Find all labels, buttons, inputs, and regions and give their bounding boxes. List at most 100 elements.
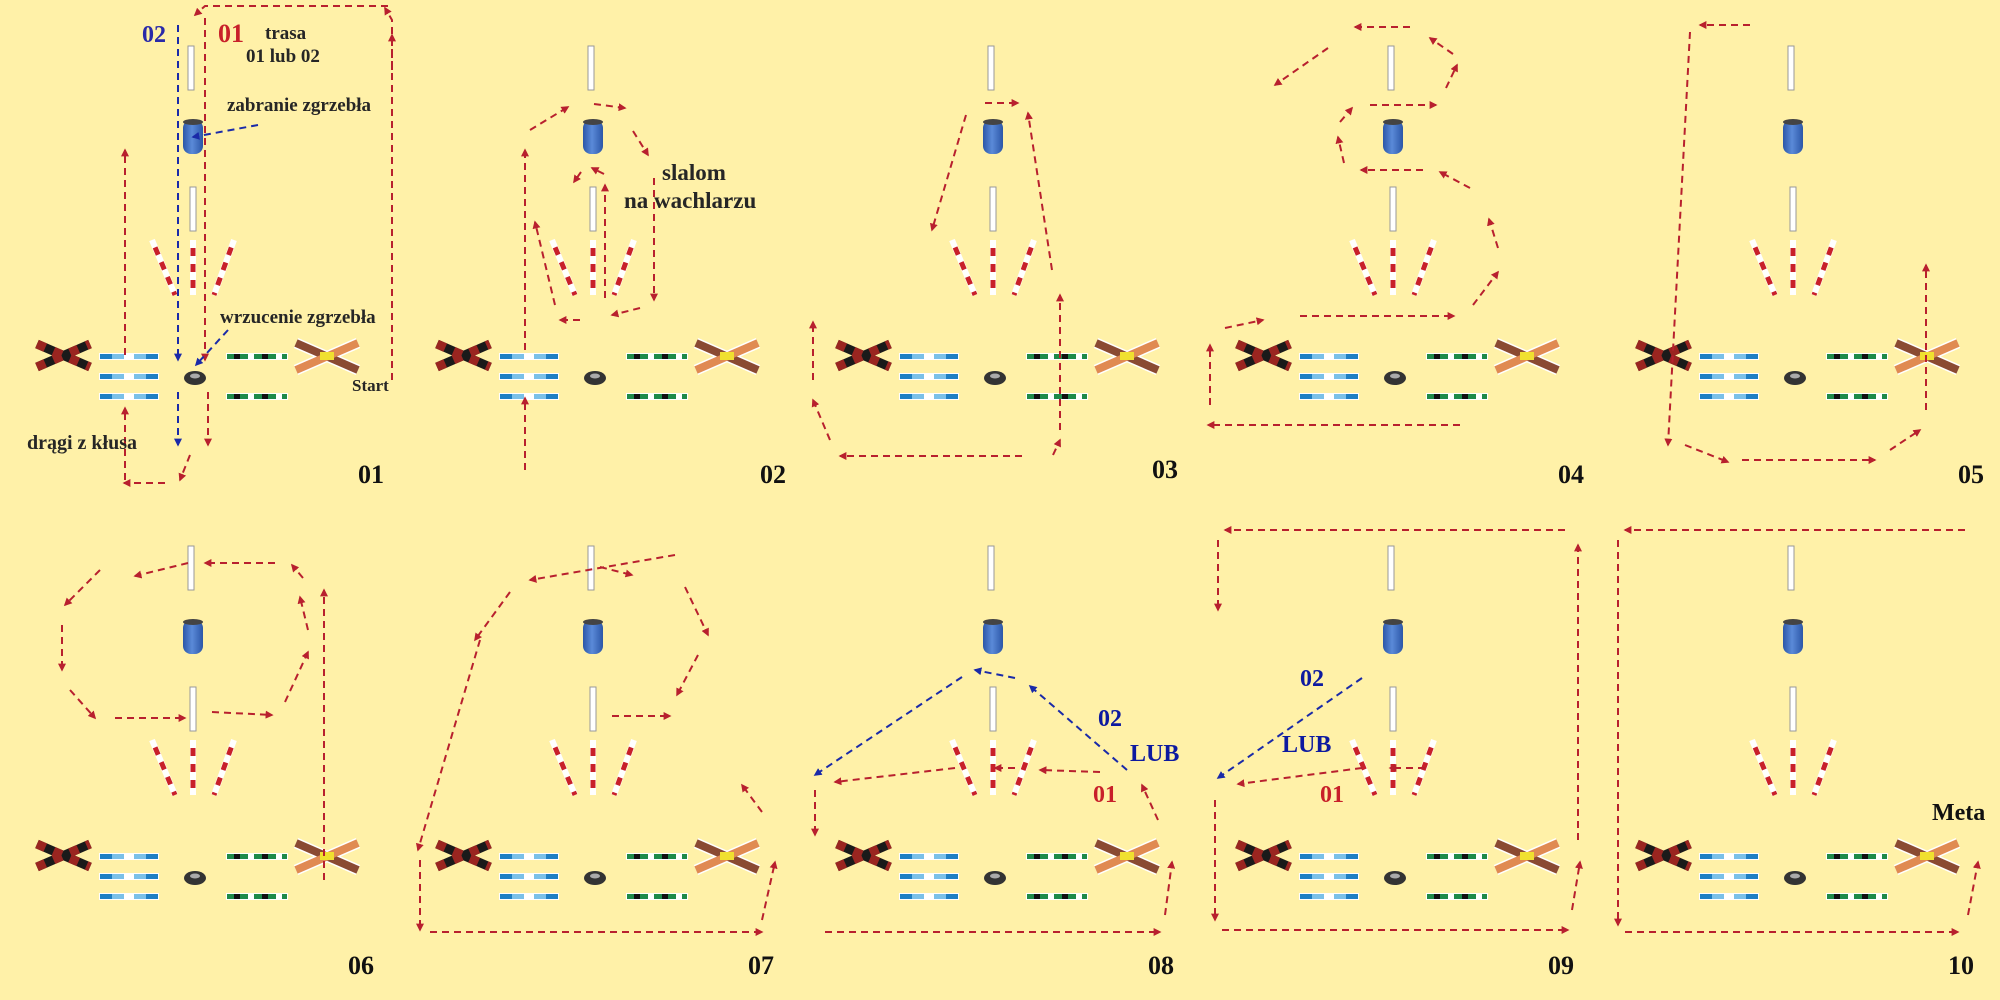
cross-jump <box>1493 837 1561 876</box>
tire-icon <box>984 371 1006 385</box>
trot-pole <box>899 853 959 860</box>
route-01-arrow <box>532 220 556 306</box>
panel-number: 06 <box>348 951 374 980</box>
fan-pole <box>1749 738 1778 797</box>
fan-pole <box>1011 238 1037 297</box>
route-01-arrow <box>178 454 191 482</box>
ground-pole <box>589 686 597 732</box>
ground-pole <box>987 545 995 591</box>
panel-number: 08 <box>1148 951 1174 980</box>
trot-pole <box>499 873 559 880</box>
route-01-arrow <box>1571 860 1583 911</box>
fan-pole <box>1811 238 1837 297</box>
pole <box>226 853 288 860</box>
cross-jump <box>1235 339 1292 372</box>
route-01-arrow <box>1141 783 1159 821</box>
route-01-arrow <box>573 171 582 184</box>
fan-slalom-label: na wachlarzu <box>624 188 757 213</box>
fan-pole <box>1811 738 1837 797</box>
tire-icon <box>184 371 206 385</box>
pole <box>626 853 688 860</box>
trot-pole <box>1699 893 1759 900</box>
trot-pole <box>499 893 559 900</box>
fan-pole <box>1349 238 1378 297</box>
ground-pole <box>1787 45 1795 91</box>
barrel-icon <box>1383 119 1403 154</box>
panel-obstacles <box>1235 545 1561 900</box>
route-01-arrow <box>684 586 709 637</box>
cross-jump <box>1635 839 1692 872</box>
or-label: LUB <box>1282 732 1332 758</box>
pole <box>1026 393 1088 400</box>
tire-icon <box>1784 371 1806 385</box>
fan-pole <box>949 738 978 797</box>
route-01-arrow <box>297 595 309 631</box>
start-label: Start <box>352 376 389 395</box>
trot-pole <box>1299 393 1359 400</box>
trot-pole <box>1299 373 1359 380</box>
route-01-arrow <box>1664 31 1691 447</box>
cross-jump <box>1493 337 1561 376</box>
cross-jump <box>835 839 892 872</box>
route-01-label: 01 <box>1093 782 1117 808</box>
trot-pole <box>1699 393 1759 400</box>
route-01-arrow <box>1335 135 1345 164</box>
route-01-arrow <box>69 689 97 720</box>
trot-poles-label: drągi z kłusa <box>27 432 138 454</box>
route-01-arrow <box>610 307 641 318</box>
route-01-arrow <box>1445 63 1458 89</box>
cross-jump <box>1093 837 1161 876</box>
cross-jump <box>435 339 492 372</box>
cross-jump <box>1635 339 1692 372</box>
tire-icon <box>1784 871 1806 885</box>
slalom-label: slalom <box>662 160 726 185</box>
panel-obstacles <box>435 45 761 400</box>
barrel-icon <box>1383 619 1403 654</box>
route-01-arrow <box>1164 860 1176 916</box>
ground-pole <box>587 45 595 91</box>
finish-label: Meta <box>1932 800 1986 826</box>
route-01-arrow <box>741 783 763 813</box>
ground-pole <box>187 45 195 91</box>
ground-pole <box>187 545 195 591</box>
route-01-arrow <box>1339 106 1354 123</box>
route-01-arrow <box>133 562 189 579</box>
drop-brush-label: wrzucenie zgrzebła <box>220 307 376 328</box>
trot-pole <box>1299 853 1359 860</box>
tire-icon <box>1384 871 1406 885</box>
cross-jump <box>35 839 92 872</box>
route-01-arrow <box>1273 47 1329 86</box>
pole <box>1026 893 1088 900</box>
tire-icon <box>1384 371 1406 385</box>
ground-pole <box>1389 686 1397 732</box>
route-01-arrow <box>599 566 634 578</box>
cross-jump <box>693 837 761 876</box>
fan-pole <box>1011 738 1037 797</box>
ground-pole <box>1789 686 1797 732</box>
fan-pole <box>611 238 637 297</box>
pole <box>626 893 688 900</box>
route-01-arrow <box>211 710 274 719</box>
fan-pole <box>1349 738 1378 797</box>
route-01-arrow <box>290 563 304 579</box>
pole <box>1826 393 1888 400</box>
ground-pole <box>189 686 197 732</box>
trot-pole <box>1299 353 1359 360</box>
route-01-arrow <box>529 106 570 131</box>
route-01-arrow <box>1889 429 1922 451</box>
panel-number: 03 <box>1152 455 1178 484</box>
route-02-label: 02 <box>1300 666 1324 692</box>
tire-icon <box>984 871 1006 885</box>
fan-pole <box>211 738 237 797</box>
fan-pole <box>1411 238 1437 297</box>
cross-jump <box>1893 837 1961 876</box>
route-02-arrow <box>1028 684 1128 771</box>
panel-obstacles <box>1635 45 1961 400</box>
pole <box>1826 893 1888 900</box>
ground-pole <box>989 686 997 732</box>
route-02-arrow <box>194 329 229 367</box>
route-01-label: 01 <box>1320 782 1344 808</box>
route-01-arrow <box>1236 767 1363 788</box>
panel-obstacles <box>435 545 761 900</box>
trot-pole <box>1699 853 1759 860</box>
